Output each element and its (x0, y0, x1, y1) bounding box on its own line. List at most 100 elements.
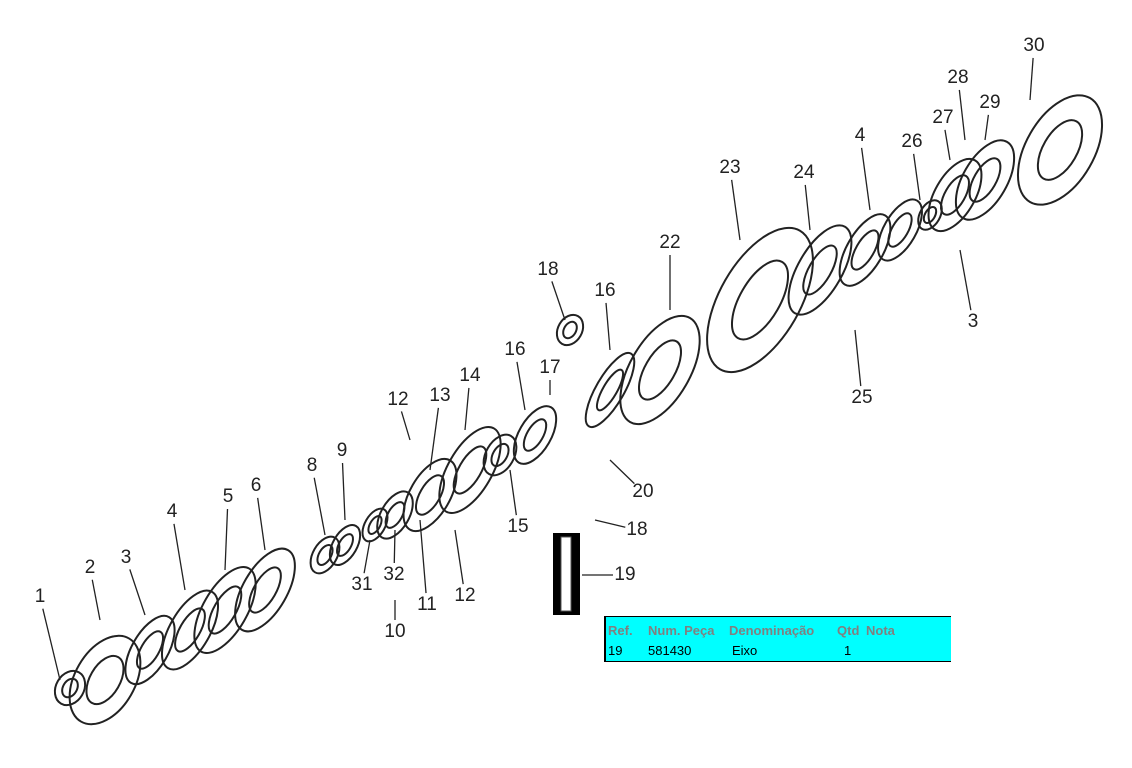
part-outline[interactable] (797, 241, 844, 300)
part-outline[interactable] (846, 226, 884, 273)
part-outline[interactable] (631, 334, 690, 406)
part-outline[interactable] (324, 520, 367, 570)
part-outline[interactable] (477, 429, 523, 481)
part-outline[interactable] (869, 193, 931, 268)
part-outline[interactable] (79, 650, 131, 711)
callout-label-9[interactable]: 9 (336, 440, 348, 461)
leader-line (958, 89, 966, 141)
part-outline[interactable] (55, 623, 155, 736)
callout-label-4[interactable]: 4 (854, 125, 866, 146)
leader-line (731, 179, 741, 241)
part-outline[interactable] (223, 539, 307, 641)
part-outline[interactable] (505, 399, 565, 470)
part-outline[interactable] (963, 154, 1006, 207)
callout-label-4[interactable]: 4 (166, 501, 178, 522)
part-outline[interactable] (776, 216, 864, 325)
part-outline[interactable] (169, 604, 211, 656)
part-outline[interactable] (132, 627, 168, 672)
part-outline[interactable] (49, 665, 91, 710)
callout-label-22[interactable]: 22 (659, 232, 681, 253)
callout-label-28[interactable]: 28 (947, 67, 969, 88)
part-outline[interactable] (604, 303, 716, 437)
callout-label-12[interactable]: 12 (454, 585, 476, 606)
callout-label-8[interactable]: 8 (306, 455, 318, 476)
part-outline[interactable] (151, 582, 230, 678)
part-outline[interactable] (944, 131, 1026, 229)
callout-label-3[interactable]: 3 (120, 547, 132, 568)
callout-label-29[interactable]: 29 (979, 92, 1001, 113)
leader-line (551, 281, 566, 321)
callout-label-16[interactable]: 16 (594, 280, 616, 301)
callout-label-25[interactable]: 25 (851, 387, 873, 408)
part-outline[interactable] (913, 196, 946, 234)
part-outline[interactable] (243, 563, 287, 618)
part-outline[interactable] (519, 416, 550, 454)
part-outline[interactable] (182, 557, 268, 662)
part-outline[interactable] (829, 206, 900, 293)
callout-label-31[interactable]: 31 (351, 574, 373, 595)
shaft-part-19[interactable] (553, 533, 580, 615)
part-outline[interactable] (1001, 81, 1120, 219)
callout-label-5[interactable]: 5 (222, 486, 234, 507)
callout-label-1[interactable]: 1 (34, 586, 46, 607)
callout-label-32[interactable]: 32 (383, 564, 405, 585)
leader-line (594, 519, 626, 528)
part-outline[interactable] (721, 252, 800, 348)
leader-line (944, 129, 951, 161)
part-outline[interactable] (921, 205, 938, 225)
table-row[interactable]: 19 581430 Eixo 1 (606, 641, 951, 661)
part-outline[interactable] (115, 608, 184, 692)
part-outline[interactable] (357, 504, 392, 545)
cell-qty: 1 (844, 643, 852, 658)
callout-label-19[interactable]: 19 (614, 564, 636, 585)
callout-label-2[interactable]: 2 (84, 557, 96, 578)
header-name: Denominação (729, 623, 815, 638)
callout-label-3[interactable]: 3 (967, 311, 979, 332)
parts-info-table: Ref. Num. Peça Denominação Qtd Nota 19 5… (604, 616, 951, 662)
part-outline[interactable] (1029, 113, 1091, 187)
callout-label-10[interactable]: 10 (384, 621, 406, 642)
part-outline[interactable] (935, 171, 974, 219)
part-outline[interactable] (685, 211, 834, 390)
part-outline[interactable] (884, 210, 917, 250)
callout-label-11[interactable]: 11 (417, 594, 437, 615)
callout-label-12[interactable]: 12 (387, 389, 409, 410)
callout-label-6[interactable]: 6 (250, 475, 262, 496)
leader-line (429, 407, 440, 471)
leader-line (509, 469, 517, 516)
part-outline[interactable] (918, 150, 993, 239)
cell-name: Eixo (732, 643, 758, 658)
leader-line (129, 569, 146, 616)
callout-label-20[interactable]: 20 (632, 481, 654, 502)
part-outline[interactable] (334, 532, 356, 559)
callout-label-24[interactable]: 24 (793, 162, 815, 183)
callout-label-14[interactable]: 14 (459, 365, 481, 386)
part-outline[interactable] (447, 442, 492, 499)
callout-label-18[interactable]: 18 (626, 519, 648, 540)
part-outline[interactable] (552, 310, 589, 350)
callout-label-15[interactable]: 15 (507, 516, 529, 537)
header-ref: Ref. (608, 623, 633, 638)
leader-line (42, 608, 61, 681)
leader-line (173, 523, 186, 591)
callout-label-26[interactable]: 26 (901, 131, 923, 152)
callout-label-16[interactable]: 16 (504, 339, 526, 360)
part-outline[interactable] (577, 347, 643, 434)
callout-label-23[interactable]: 23 (719, 157, 741, 178)
callout-label-18[interactable]: 18 (537, 259, 559, 280)
header-qty: Qtd (837, 623, 860, 638)
leader-line (313, 477, 326, 536)
part-outline[interactable] (560, 319, 579, 340)
part-outline[interactable] (382, 499, 408, 531)
leader-line (91, 579, 101, 621)
part-outline[interactable] (592, 366, 627, 413)
leader-line (984, 114, 990, 141)
part-outline[interactable] (59, 676, 81, 700)
part-outline[interactable] (427, 417, 513, 522)
callout-label-13[interactable]: 13 (429, 385, 451, 406)
part-outline[interactable] (488, 441, 512, 469)
callout-label-27[interactable]: 27 (932, 107, 954, 128)
callout-label-30[interactable]: 30 (1023, 35, 1045, 56)
leader-line (804, 184, 811, 231)
callout-label-17[interactable]: 17 (539, 357, 561, 378)
